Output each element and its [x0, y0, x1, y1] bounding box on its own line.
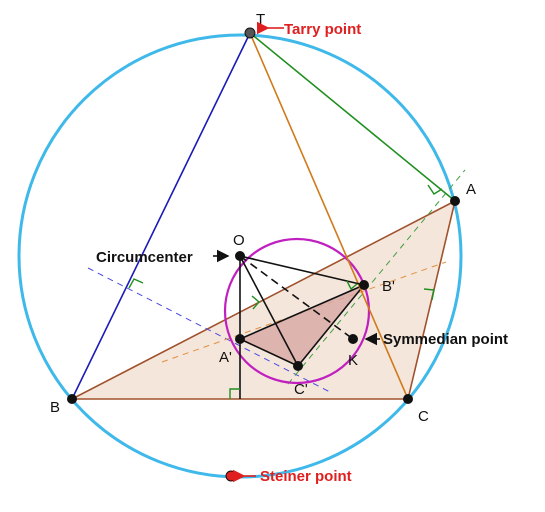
- line-t-b: [71, 32, 251, 400]
- point-b-prime: [359, 280, 369, 290]
- triangle-first-brocard: [238, 284, 365, 367]
- annotation-steiner-point: Steiner point: [260, 468, 352, 485]
- annotation-tarry-point: Tarry point: [284, 21, 361, 38]
- label-t: T: [256, 11, 265, 28]
- line-t-c: [249, 32, 409, 400]
- label-a: A: [466, 181, 476, 198]
- right-angle-marker-inner-o: [251, 295, 260, 310]
- point-b: [67, 394, 77, 404]
- label-b-prime: B': [382, 278, 395, 295]
- segment-o-k: [239, 255, 354, 340]
- right-angle-marker-ta: [427, 184, 443, 195]
- point-a: [450, 196, 460, 206]
- label-c-prime: C': [294, 381, 308, 398]
- label-c: C: [418, 408, 429, 425]
- point-k: [348, 334, 358, 344]
- annotation-circumcenter: Circumcenter: [96, 249, 193, 266]
- annotation-symmedian-point: Symmedian point: [383, 331, 508, 348]
- point-c: [403, 394, 413, 404]
- line-t-a: [249, 32, 456, 202]
- right-angle-marker-bprime: [346, 280, 358, 291]
- point-steiner: [225, 470, 237, 482]
- dashed-line-green: [287, 169, 466, 385]
- label-k: K: [348, 352, 358, 369]
- label-b: B: [50, 399, 60, 416]
- segment-o-cprime: [239, 255, 299, 367]
- point-a-prime: [235, 334, 245, 344]
- point-c-prime: [293, 361, 303, 371]
- dashed-line-blue: [87, 267, 331, 393]
- point-o: [235, 251, 245, 261]
- right-angle-marker-bc: [229, 388, 240, 399]
- segment-o-bprime: [239, 255, 365, 286]
- point-t: [244, 27, 256, 39]
- label-a-prime: A': [219, 349, 232, 366]
- brocard-circle: [223, 237, 371, 385]
- right-angle-marker-ab: [128, 278, 144, 289]
- label-o: O: [233, 232, 245, 249]
- right-angle-marker-ac: [423, 288, 435, 301]
